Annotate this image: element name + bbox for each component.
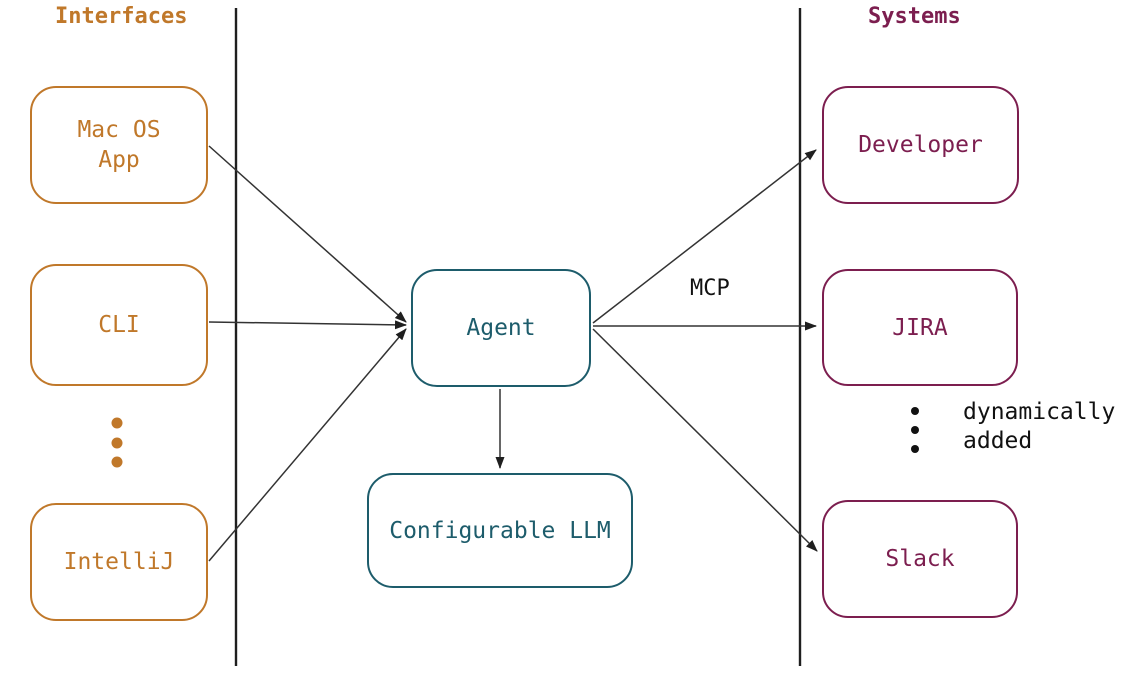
node-agent: Agent (411, 269, 591, 387)
edge-macos-to-agent (208, 145, 407, 323)
systems-ellipsis-dot (911, 407, 919, 415)
node-intellij: IntelliJ (30, 503, 208, 621)
node-jira: JIRA (822, 269, 1018, 386)
node-slack-label: Slack (885, 546, 955, 572)
systems-ellipsis-dot (911, 445, 919, 453)
node-mac-os-app-label: Mac OS App (77, 117, 161, 173)
interfaces-ellipsis-dot (111, 456, 123, 468)
edge-cli-to-agent (208, 320, 407, 330)
node-configurable-llm: Configurable LLM (367, 473, 633, 588)
dynamically-added-annotation: dynamically added (963, 399, 1116, 454)
node-jira-label: JIRA (892, 314, 948, 341)
mcp-edge-label: MCP (690, 276, 730, 301)
edge-agent-to-slack (592, 328, 818, 552)
systems-ellipsis-dot (911, 426, 919, 434)
interfaces-ellipsis-dot (111, 437, 123, 449)
node-developer: Developer (822, 86, 1019, 204)
interfaces-column-header: Interfaces (55, 4, 188, 29)
systems-column-header: Systems (868, 4, 961, 29)
node-developer-label: Developer (858, 132, 983, 158)
node-agent-label: Agent (466, 315, 536, 341)
node-cli: CLI (30, 264, 208, 386)
node-cli-label: CLI (98, 312, 140, 338)
edge-agent-to-developer (592, 149, 817, 324)
interfaces-ellipsis-dot (111, 417, 123, 429)
node-mac-os-app: Mac OS App (30, 86, 208, 204)
node-slack: Slack (822, 500, 1018, 618)
node-intellij-label: IntelliJ (63, 549, 175, 575)
edge-intellij-to-agent (208, 328, 407, 562)
node-configurable-llm-label: Configurable LLM (389, 517, 611, 544)
